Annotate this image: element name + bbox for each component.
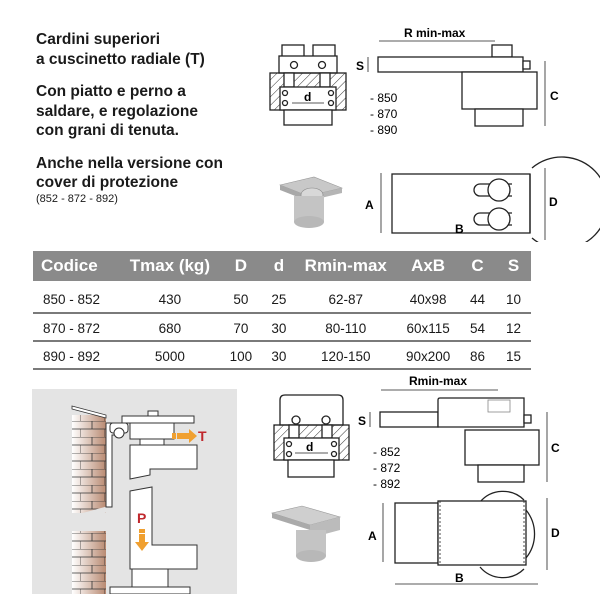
intro-text: Cardini superiori a cuscinetto radiale (…	[36, 30, 266, 218]
cell-rmin-max: 80-110	[294, 313, 398, 342]
label-p: P	[137, 510, 146, 526]
cell-axb: 40x98	[397, 285, 459, 314]
label-s: S	[356, 59, 364, 73]
model-code: - 852	[373, 445, 401, 459]
plan-view	[382, 490, 548, 585]
label-d-small: d	[304, 90, 311, 104]
cell-d-big: 70	[218, 313, 264, 342]
model-code: - 890	[370, 123, 398, 137]
column-header-rmin-max: Rmin-max	[294, 251, 398, 281]
installation-svg: T P	[68, 405, 207, 595]
cell-s: 10	[495, 285, 531, 314]
cover-note: Anche nella versione con cover di protez…	[36, 154, 266, 205]
cell-codice: 870 - 872	[33, 313, 122, 342]
cell-tmax: 680	[121, 313, 219, 342]
label-b: B	[455, 571, 464, 585]
label-d-big: D	[549, 195, 558, 209]
cell-s: 12	[495, 313, 531, 342]
cover-codes: (852 - 872 - 892)	[36, 192, 118, 205]
label-a: A	[365, 198, 374, 212]
installation-illustration: T P	[32, 389, 237, 595]
brick-wall	[68, 405, 112, 594]
label-a: A	[368, 529, 377, 543]
column-header-tmax: Tmax (kg)	[121, 251, 219, 281]
drawing-bottom-svg: d Rmin-max S C - 852 - 872 - 892	[270, 374, 560, 585]
cell-rmin-max: 62-87	[294, 285, 398, 314]
cell-d-big: 100	[218, 341, 264, 370]
label-t: T	[198, 428, 207, 444]
label-b: B	[455, 222, 464, 236]
cell-tmax: 430	[121, 285, 219, 314]
label-d-small: d	[306, 440, 313, 454]
table-row: 870 - 872 680 70 30 80-110 60x115 54 12	[33, 313, 531, 342]
label-r-min-max: R min-max	[404, 26, 466, 40]
cell-s: 15	[495, 341, 531, 370]
cell-axb: 60x115	[397, 313, 459, 342]
column-header-codice: Codice	[33, 251, 122, 281]
cross-section-view	[273, 394, 350, 478]
force-arrow-p: P	[135, 510, 149, 551]
product-title: Cardini superiori a cuscinetto radiale (…	[36, 31, 205, 68]
cell-c: 86	[458, 341, 496, 370]
table-header-row: Codice Tmax (kg) D d Rmin-max AxB C S	[33, 251, 531, 281]
column-header-d-big: D	[218, 251, 264, 281]
cell-codice: 890 - 892	[33, 341, 122, 370]
label-s: S	[358, 414, 366, 428]
model-code: - 870	[370, 107, 398, 121]
column-header-c: C	[458, 251, 496, 281]
side-view	[367, 40, 546, 127]
product-description: Con piatto e perno a saldare, e regolazi…	[36, 83, 198, 139]
technical-drawing-top: d R min-max S C - 850 - 870 - 890	[262, 20, 600, 242]
cell-codice: 850 - 852	[33, 285, 122, 314]
cell-d-big: 50	[218, 285, 264, 314]
column-header-axb: AxB	[397, 251, 459, 281]
model-code: - 872	[373, 461, 401, 475]
plan-view	[380, 156, 600, 242]
product-photo	[270, 505, 342, 562]
cell-d-small: 30	[263, 313, 295, 342]
cell-c: 44	[458, 285, 496, 314]
force-arrow-t: T	[172, 428, 207, 444]
label-r-min-max: Rmin-max	[409, 374, 467, 388]
model-code: - 850	[370, 91, 398, 105]
column-header-d-small: d	[263, 251, 295, 281]
side-view	[369, 389, 548, 483]
technical-drawing-bottom: d Rmin-max S C - 852 - 872 - 892	[262, 370, 600, 595]
spec-table: Codice Tmax (kg) D d Rmin-max AxB C S 85…	[33, 251, 531, 370]
label-c: C	[551, 441, 560, 455]
cell-rmin-max: 120-150	[294, 341, 398, 370]
cell-d-small: 30	[263, 341, 295, 370]
gate-frame	[105, 410, 198, 595]
table-row: 890 - 892 5000 100 30 120-150 90x200 86 …	[33, 341, 531, 370]
cross-section-view	[269, 44, 347, 126]
label-d-big: D	[551, 526, 560, 540]
cell-d-small: 25	[263, 285, 295, 314]
drawing-top-svg: d R min-max S C - 850 - 870 - 890	[269, 26, 600, 242]
column-header-s: S	[495, 251, 531, 281]
label-c: C	[550, 89, 559, 103]
model-code: - 892	[373, 477, 401, 491]
product-photo	[278, 176, 344, 228]
cell-c: 54	[458, 313, 496, 342]
cell-tmax: 5000	[121, 341, 219, 370]
table-row: 850 - 852 430 50 25 62-87 40x98 44 10	[33, 285, 531, 314]
cell-axb: 90x200	[397, 341, 459, 370]
